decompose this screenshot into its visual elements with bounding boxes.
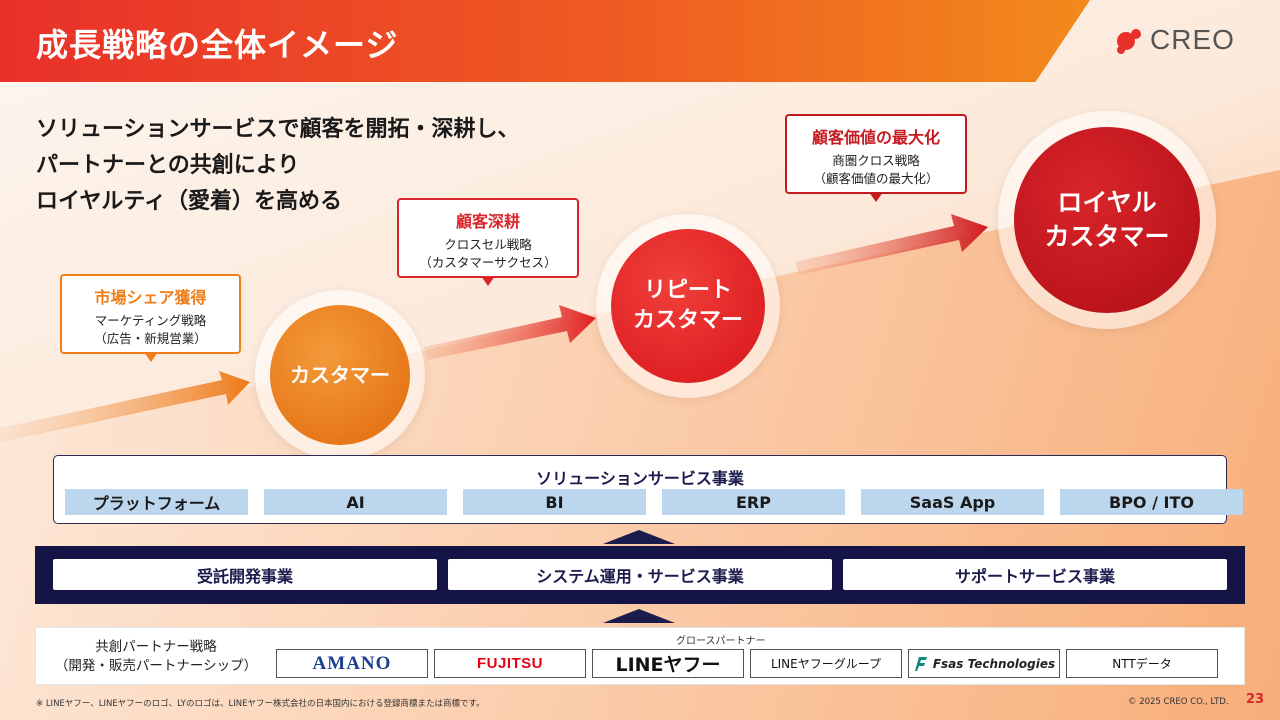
callout-market-share: 市場シェア獲得 マーケティング戦略 （広告・新規営業） (60, 274, 241, 362)
arrow-3 (795, 214, 988, 275)
creo-mark-icon (1117, 29, 1141, 54)
callout-sub: （広告・新規営業） (94, 331, 207, 346)
callout-title: 顧客深耕 (455, 212, 520, 231)
partner-box: 共創パートナー戦略 （開発・販売パートナーシップ） グロースパートナー AMAN… (35, 627, 1245, 685)
partner-label-line: （開発・販売パートナーシップ） (54, 658, 258, 674)
amano-logo-text: AMANO (312, 652, 392, 674)
partner-logo-lineyahoo: LINEヤフー (592, 649, 744, 678)
solution-item: SaaS App (861, 489, 1044, 515)
callout-sub: クロスセル戦略 (444, 237, 532, 252)
page-number: 23 (1246, 692, 1265, 707)
lineyahoo-logo-text: LINEヤフー (615, 654, 721, 676)
callout-tail (144, 352, 158, 362)
callout-deepen: 顧客深耕 クロスセル戦略 （カスタマーサクセス） (397, 198, 579, 286)
business-items: 受託開発事業 システム運用・サービス事業 サポートサービス事業 (53, 559, 1227, 590)
callout-title: 顧客価値の最大化 (811, 128, 940, 147)
arrow-2 (424, 305, 596, 360)
arrow-1 (0, 371, 250, 442)
partner-logo-fsas: Fsas Technologies (908, 649, 1060, 678)
solution-item: AI (264, 489, 447, 515)
lead-line: ソリューションサービスで顧客を開拓・深耕し、 (36, 117, 520, 142)
business-item: システム運用・サービス事業 (448, 559, 832, 590)
nttdata-logo-text: NTTデータ (1112, 657, 1172, 671)
business-item: 受託開発事業 (53, 559, 437, 590)
callout-sub: 商圏クロス戦略 (832, 153, 920, 168)
solution-item: BI (463, 489, 646, 515)
partner-logo-nttdata: NTTデータ (1066, 649, 1218, 678)
stage-customer: カスタマー (255, 290, 425, 460)
fsas-logo-text: Fsas Technologies (932, 656, 1056, 671)
solution-title: ソリューションサービス事業 (536, 469, 744, 488)
creo-logo: CREO (1114, 24, 1235, 56)
logo-text: CREO (1150, 24, 1235, 55)
copyright: © 2025 CREO CO., LTD. (1128, 697, 1229, 707)
stage-circle: ロイヤル カスタマー (1014, 127, 1200, 313)
callout-tail (481, 276, 495, 286)
solution-service-box: ソリューションサービス事業 プラットフォーム AI BI ERP SaaS Ap… (53, 455, 1243, 524)
stage-circle: リピート カスタマー (611, 229, 765, 383)
callout-sub: マーケティング戦略 (94, 313, 207, 328)
growth-partner-label: グロースパートナー (676, 636, 766, 647)
stage-loyal-customer: ロイヤル カスタマー (998, 111, 1216, 329)
callout-title: 市場シェア獲得 (94, 288, 207, 307)
lead-text: ソリューションサービスで顧客を開拓・深耕し、 パートナーとの共創により ロイヤル… (36, 112, 520, 220)
lead-line: ロイヤルティ（愛着）を高める (36, 189, 343, 214)
lead-line: パートナーとの共創により (36, 153, 300, 178)
up-triangle-icon (603, 530, 675, 544)
partner-logo-lineyahoo-group: LINEヤフーグループ (750, 649, 902, 678)
fujitsu-logo-text: FUJITSU (476, 655, 543, 672)
partner-logo-fujitsu: FUJITSU (434, 649, 586, 678)
lineyahoo-group-text: LINEヤフーグループ (770, 657, 882, 671)
solution-items: プラットフォーム AI BI ERP SaaS App BPO / ITO (65, 489, 1243, 515)
business-item: サポートサービス事業 (843, 559, 1227, 590)
callout-sub: （カスタマーサクセス） (419, 255, 557, 270)
partner-logos: AMANO FUJITSU LINEヤフー LINEヤフーグループ Fsas T… (276, 649, 1218, 678)
header-bar (0, 0, 1090, 82)
solution-item: プラットフォーム (65, 489, 248, 515)
stage-circle: カスタマー (270, 305, 410, 445)
solution-item: BPO / ITO (1060, 489, 1243, 515)
stage-repeat-customer: リピート カスタマー (596, 214, 780, 398)
business-band: 受託開発事業 システム運用・サービス事業 サポートサービス事業 (35, 546, 1245, 604)
solution-item: ERP (662, 489, 845, 515)
up-triangle-icon (603, 609, 675, 623)
callout-maximize: 顧客価値の最大化 商圏クロス戦略 （顧客価値の最大化） (785, 114, 967, 202)
footnote: ※ LINEヤフー、LINEヤフーのロゴ、LYのロゴは、LINEヤフー株式会社の… (36, 699, 485, 709)
partner-strategy-label: 共創パートナー戦略 （開発・販売パートナーシップ） (44, 638, 268, 676)
partner-logo-amano: AMANO (276, 649, 428, 678)
partner-label-line: 共創パートナー戦略 (95, 639, 217, 655)
callout-sub: （顧客価値の最大化） (813, 171, 939, 186)
callout-tail (869, 192, 883, 202)
page-title: 成長戦略の全体イメージ (36, 26, 399, 64)
fsas-mark-icon (914, 656, 927, 671)
